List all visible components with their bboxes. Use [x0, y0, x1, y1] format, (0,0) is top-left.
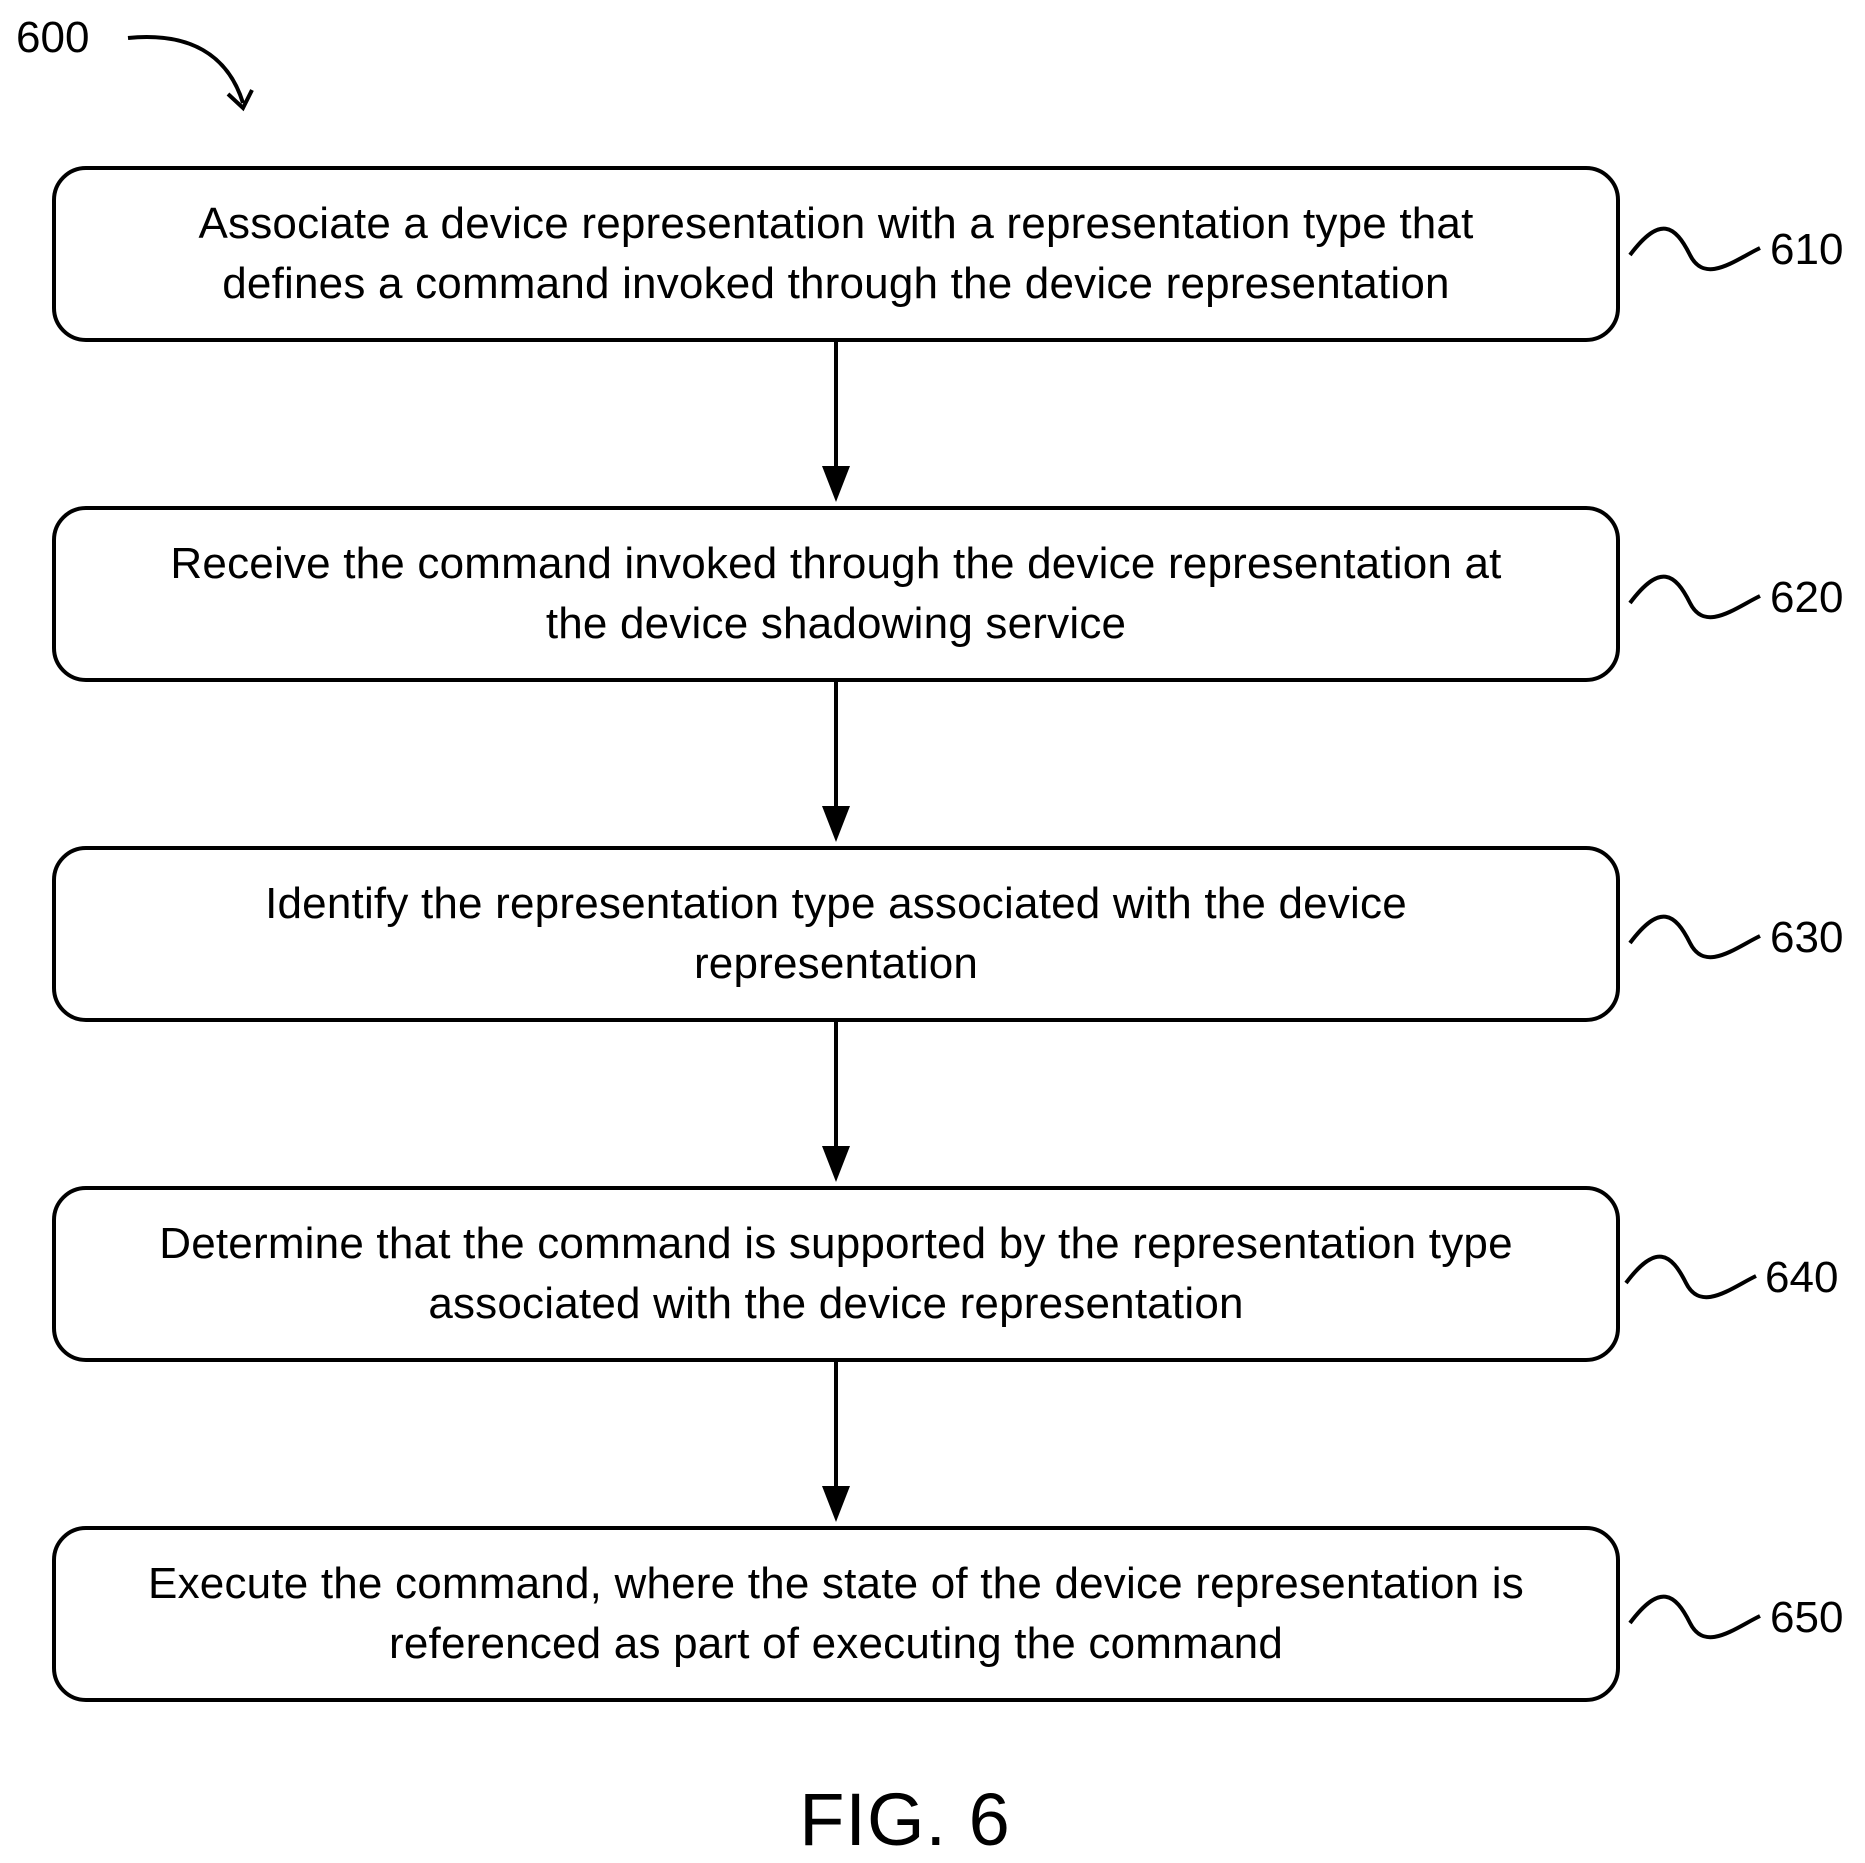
step-text-630-line2: representation	[265, 934, 1407, 994]
step-ref-620: 620	[1770, 572, 1843, 624]
step-box-610: Associate a device representation with a…	[52, 166, 1620, 342]
step-box-640: Determine that the command is supported …	[52, 1186, 1620, 1362]
step-text-630: Identify the representation type associa…	[265, 874, 1407, 994]
step-text-640-line1: Determine that the command is supported …	[159, 1214, 1513, 1274]
step-box-620: Receive the command invoked through the …	[52, 506, 1620, 682]
step-ref-610: 610	[1770, 224, 1843, 276]
figure-caption: FIG. 6	[0, 1780, 1810, 1860]
step-text-650-line1: Execute the command, where the state of …	[148, 1554, 1524, 1614]
step-text-620-line2: the device shadowing service	[170, 594, 1501, 654]
leader-squiggle-630	[1630, 917, 1760, 958]
leader-squiggle-610	[1630, 229, 1760, 270]
step-text-650: Execute the command, where the state of …	[148, 1554, 1524, 1674]
step-text-610: Associate a device representation with a…	[198, 194, 1473, 314]
leader-squiggle-620	[1630, 577, 1760, 618]
step-text-620: Receive the command invoked through the …	[170, 534, 1501, 654]
flow-arrow-610-620	[822, 342, 850, 502]
figure-ref-curved-arrow	[128, 37, 243, 103]
step-text-610-line1: Associate a device representation with a…	[198, 194, 1473, 254]
flow-arrow-620-630	[822, 682, 850, 842]
step-ref-650: 650	[1770, 1592, 1843, 1644]
step-text-620-line1: Receive the command invoked through the …	[170, 534, 1501, 594]
flow-arrow-630-640	[822, 1022, 850, 1182]
step-ref-640: 640	[1765, 1252, 1838, 1304]
step-box-630: Identify the representation type associa…	[52, 846, 1620, 1022]
step-text-640: Determine that the command is supported …	[159, 1214, 1513, 1334]
step-text-630-line1: Identify the representation type associa…	[265, 874, 1407, 934]
step-text-610-line2: defines a command invoked through the de…	[198, 254, 1473, 314]
step-text-640-line2: associated with the device representatio…	[159, 1274, 1513, 1334]
step-ref-630: 630	[1770, 912, 1843, 964]
leader-squiggle-640	[1626, 1257, 1756, 1298]
flow-arrow-640-650	[822, 1362, 850, 1522]
leader-squiggle-650	[1630, 1597, 1760, 1638]
step-box-650: Execute the command, where the state of …	[52, 1526, 1620, 1702]
step-text-650-line2: referenced as part of executing the comm…	[148, 1614, 1524, 1674]
figure-reference-number: 600	[16, 12, 89, 64]
